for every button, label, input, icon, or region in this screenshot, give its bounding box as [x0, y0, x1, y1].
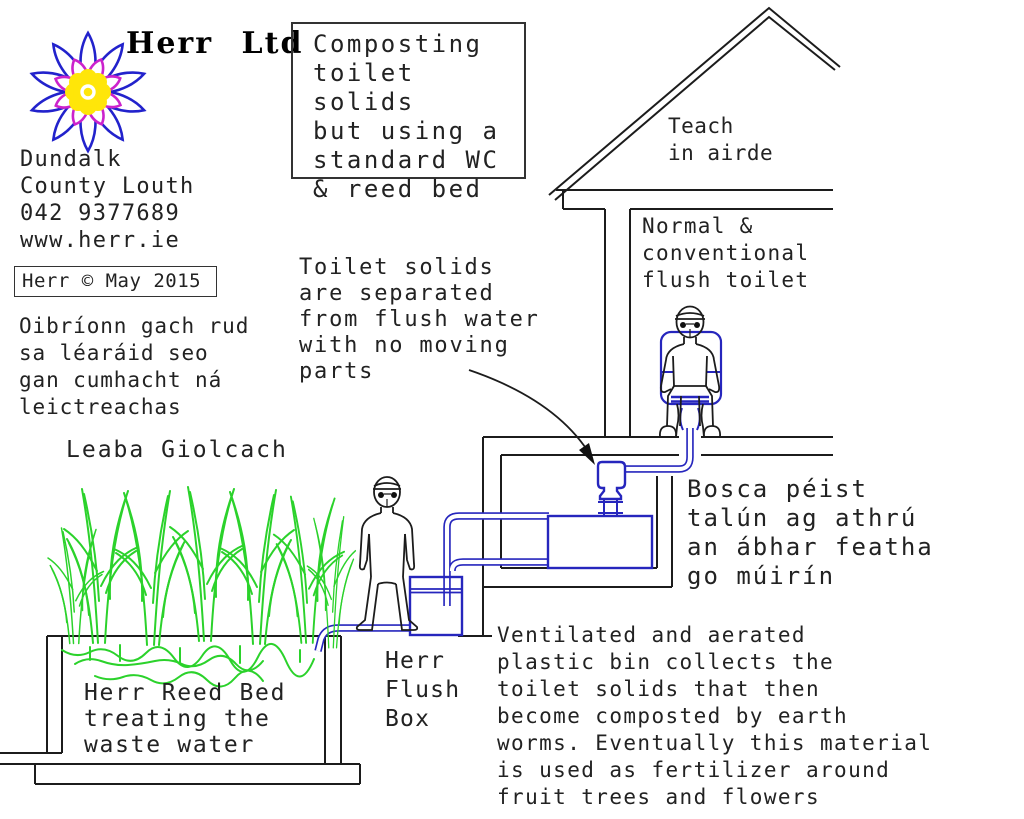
glasses-icon — [680, 322, 686, 328]
worm-box-note: Bosca péist talún ag athrú an ábhar feat… — [687, 475, 934, 590]
reed-roots — [61, 643, 315, 678]
right-arm — [695, 343, 721, 394]
separator-coupling — [598, 499, 623, 515]
reed-plants — [47, 486, 357, 688]
right-arm — [392, 512, 416, 571]
ceiling-inner-line — [562, 190, 833, 210]
neck — [683, 337, 697, 344]
reed-bed-left-wall — [0, 636, 63, 754]
reed-bed-title: Leaba Giolcach — [66, 437, 288, 463]
bathroom-left-wall — [604, 209, 631, 437]
separator-arrow — [468, 369, 595, 465]
copyright-box: Herr © May 2015 — [14, 266, 217, 297]
pipe-core — [623, 428, 693, 472]
flower-logo-icon — [29, 30, 147, 154]
left-leg — [355, 576, 379, 631]
roof-inner-line — [554, 15, 836, 201]
toilet-pedestal — [675, 403, 705, 438]
pipe-core — [444, 513, 549, 606]
legs — [666, 385, 714, 427]
devices — [408, 330, 723, 637]
seated-person — [659, 305, 721, 438]
reed-bed-label: Herr Reed Bed treating the waste water — [84, 680, 287, 758]
cap-icon — [675, 312, 705, 320]
irish-note: Oibríonn gach rud sa léaráid seo gan cum… — [19, 314, 250, 419]
face-lines — [686, 323, 694, 337]
head — [675, 305, 705, 339]
right-leg — [395, 576, 419, 631]
glasses-icon — [694, 322, 700, 328]
arrow-line — [468, 369, 592, 457]
separator-note: Toilet solids are separated from flush w… — [299, 255, 540, 384]
flush-toilet-label: Normal & conventional flush toilet — [642, 214, 810, 292]
title-box-text: Composting toilet solids but using a sta… — [313, 30, 500, 203]
chamber-outer-wall — [482, 437, 673, 635]
flush-box-label: Herr Flush Box — [385, 648, 461, 732]
attic-label: Teach in airde — [668, 114, 774, 165]
reed-bed-structure — [0, 635, 361, 785]
pipe-core — [449, 559, 549, 572]
title-box: Composting toilet solids but using a sta… — [291, 22, 526, 203]
flower-center-ring — [80, 84, 96, 100]
torso — [368, 533, 406, 578]
toilet-outlet-pipe — [623, 428, 694, 473]
reed-roots — [94, 669, 264, 688]
reed-bed-right-wall — [324, 636, 342, 764]
glasses-icon — [391, 492, 397, 498]
toilet-bowl-curves — [679, 407, 701, 431]
toilet-seat — [671, 395, 709, 403]
toilet-cistern — [659, 330, 723, 406]
glasses-icon — [378, 492, 384, 498]
copyright-text: Herr © May 2015 — [22, 270, 202, 292]
hips — [377, 581, 397, 585]
torso — [672, 355, 708, 387]
flush-box-water-line — [410, 588, 462, 594]
reed-root-ticks — [89, 644, 301, 664]
solids-separator — [596, 460, 627, 501]
face-lines — [384, 493, 391, 507]
company-name: Herr Ltd — [126, 26, 304, 61]
compost-note: Ventilated and aerated plastic bin colle… — [497, 623, 933, 809]
contact-info: Dundalk County Louth 042 9377689 www.her… — [20, 147, 195, 253]
herr-flush-box — [408, 575, 464, 637]
neck — [380, 507, 394, 513]
left-arm — [659, 343, 685, 394]
house-structure — [483, 6, 841, 456]
feet — [659, 425, 721, 438]
cap-icon — [373, 482, 401, 490]
arrowhead-icon — [579, 443, 595, 465]
reed-bed-base-slab — [0, 763, 361, 785]
reed-roots — [74, 654, 264, 672]
left-arm — [358, 512, 382, 571]
worm-bin — [546, 514, 654, 570]
pedestal-outline — [675, 403, 705, 438]
standing-person — [355, 476, 419, 631]
roof-outer-line — [548, 6, 841, 196]
